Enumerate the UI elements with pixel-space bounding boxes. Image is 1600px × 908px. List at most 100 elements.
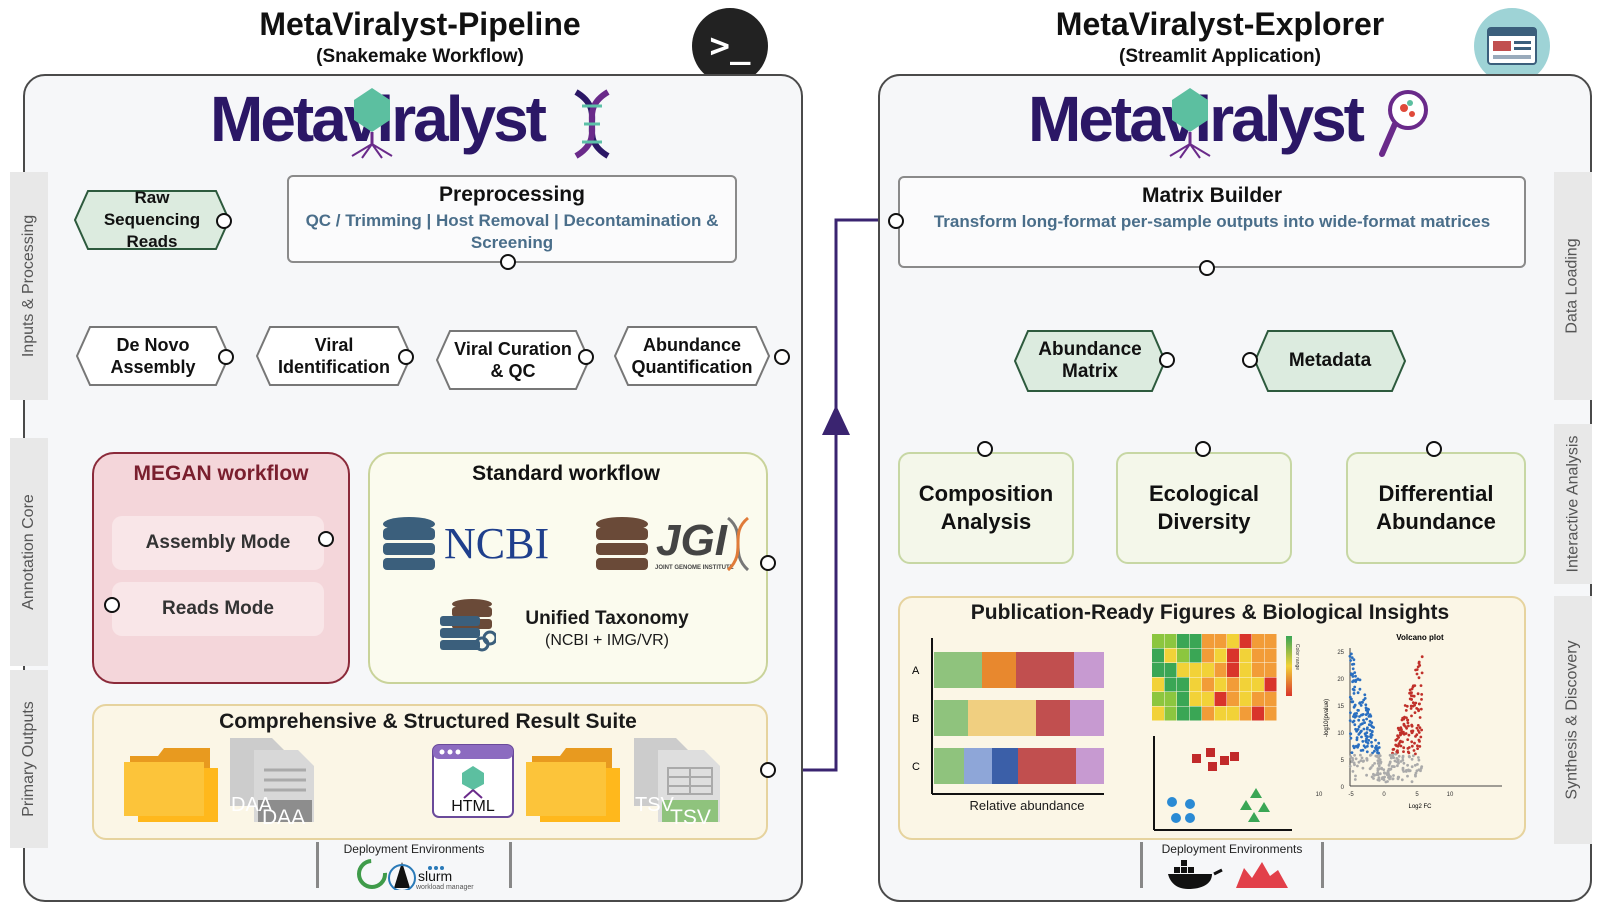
heatmap-cell (1177, 663, 1189, 677)
connector-port (104, 597, 120, 613)
volcano-point (1415, 769, 1419, 773)
volcano-ylabel: -log10(pvalue) (1324, 699, 1330, 737)
heatmap-cell (1152, 663, 1164, 677)
deployment-left: Deployment Environments (316, 842, 512, 888)
dna-icon (726, 516, 750, 572)
volcano-point (1420, 655, 1424, 659)
volcano-point (1373, 762, 1376, 765)
volcano-point (1369, 753, 1373, 757)
volcano-xtick: 10 (1447, 792, 1454, 798)
volcano-point (1372, 772, 1375, 776)
volcano-point (1414, 735, 1417, 738)
volcano-point (1391, 753, 1394, 757)
heatmap-cell (1214, 677, 1227, 692)
volcano-point (1365, 717, 1368, 721)
volcano-point (1358, 678, 1362, 682)
volcano-ytick: 25 (1337, 650, 1344, 656)
heatmap-cell (1202, 648, 1214, 663)
volcano-point (1397, 728, 1401, 732)
heatmap-cell (1227, 648, 1239, 663)
heatmap-cell (1252, 634, 1264, 648)
composition-analysis-box: Composition Analysis (898, 452, 1074, 564)
taxonomy-title: Unified Taxonomy (525, 608, 689, 629)
volcano-point (1376, 751, 1379, 755)
step-viral-curation: Viral Curation & QC (436, 330, 590, 390)
volcano-point (1418, 716, 1422, 719)
volcano-point (1418, 745, 1422, 748)
dna-icon (574, 89, 610, 159)
html-label: HTML (451, 798, 495, 815)
volcano-point (1348, 719, 1352, 722)
volcano-point (1406, 718, 1410, 722)
heatmap-cell (1214, 648, 1227, 663)
volcano-point (1366, 712, 1370, 715)
heatmap-cell (1252, 706, 1264, 721)
deployment-label: Deployment Environments (343, 842, 485, 856)
volcano-point (1416, 729, 1420, 732)
volcano-point (1359, 759, 1363, 762)
volcano-point (1360, 735, 1363, 739)
step-abundance-quantification: Abundance Quantification (614, 326, 770, 386)
volcano-point (1354, 727, 1357, 731)
volcano-point (1403, 704, 1407, 707)
volcano-title: Volcano plot (1396, 633, 1444, 642)
volcano-point (1413, 703, 1416, 707)
volcano-point (1405, 704, 1409, 708)
volcano-point (1375, 744, 1378, 748)
volcano-point (1404, 709, 1408, 712)
volcano-point (1373, 749, 1376, 753)
heatmap-cell (1227, 706, 1239, 721)
metadata-node: Metadata (1254, 330, 1406, 392)
preprocessing-box: Preprocessing QC / Trimming | Host Remov… (287, 175, 737, 263)
volcano-point (1370, 733, 1374, 737)
heatmap-cell (1189, 663, 1202, 677)
volcano-point (1401, 716, 1405, 720)
volcano-point (1357, 725, 1361, 729)
volcano-point (1410, 757, 1414, 761)
volcano-point (1355, 736, 1359, 740)
volcano-point (1394, 752, 1397, 756)
volcano-point (1388, 762, 1392, 765)
volcano-point (1380, 767, 1384, 771)
volcano-point (1382, 778, 1386, 782)
heat-legend-label: Color range (1294, 643, 1301, 671)
volcano-point (1365, 737, 1368, 741)
preprocessing-title: Preprocessing (439, 183, 585, 206)
connector-port (216, 213, 232, 229)
volcano-point (1368, 767, 1372, 771)
heatmap-cell (1227, 692, 1239, 706)
volcano-point (1363, 693, 1367, 697)
volcano-point (1353, 685, 1357, 689)
heatmap-cell (1189, 677, 1202, 692)
tsv-label: TSV (635, 794, 674, 816)
volcano-point (1406, 738, 1410, 741)
volcano-point (1348, 695, 1352, 699)
heatmap-cell (1177, 692, 1189, 706)
volcano-point (1348, 764, 1352, 768)
volcano-point (1367, 715, 1371, 718)
volcano-point (1350, 700, 1354, 704)
heatmap-cell (1164, 648, 1177, 663)
heatmap-cell (1202, 634, 1214, 648)
magnifier-icon (1379, 90, 1428, 157)
jgi-subtitle: JOINT GENOME INSTITUTE (655, 565, 734, 571)
volcano-point (1413, 741, 1416, 745)
volcano-point (1396, 764, 1399, 768)
ecological-diversity-box: Ecological Diversity (1116, 452, 1292, 564)
step-viral-identification: Viral Identification (256, 326, 412, 386)
heatmap-cell (1239, 706, 1252, 721)
volcano-point (1360, 729, 1363, 733)
volcano-point (1409, 707, 1413, 710)
volcano-point (1392, 774, 1395, 777)
volcano-point (1372, 777, 1375, 780)
volcano-point (1352, 746, 1356, 750)
heatmap-cell (1189, 648, 1202, 663)
matrix-builder-title: Matrix Builder (1141, 184, 1283, 207)
volcano-point (1353, 778, 1357, 781)
heatmap-cell (1239, 634, 1252, 648)
volcano-point (1356, 691, 1360, 695)
connector-port (1159, 352, 1175, 368)
volcano-point (1412, 749, 1416, 752)
volcano-point (1394, 743, 1398, 747)
volcano-point (1364, 703, 1368, 707)
